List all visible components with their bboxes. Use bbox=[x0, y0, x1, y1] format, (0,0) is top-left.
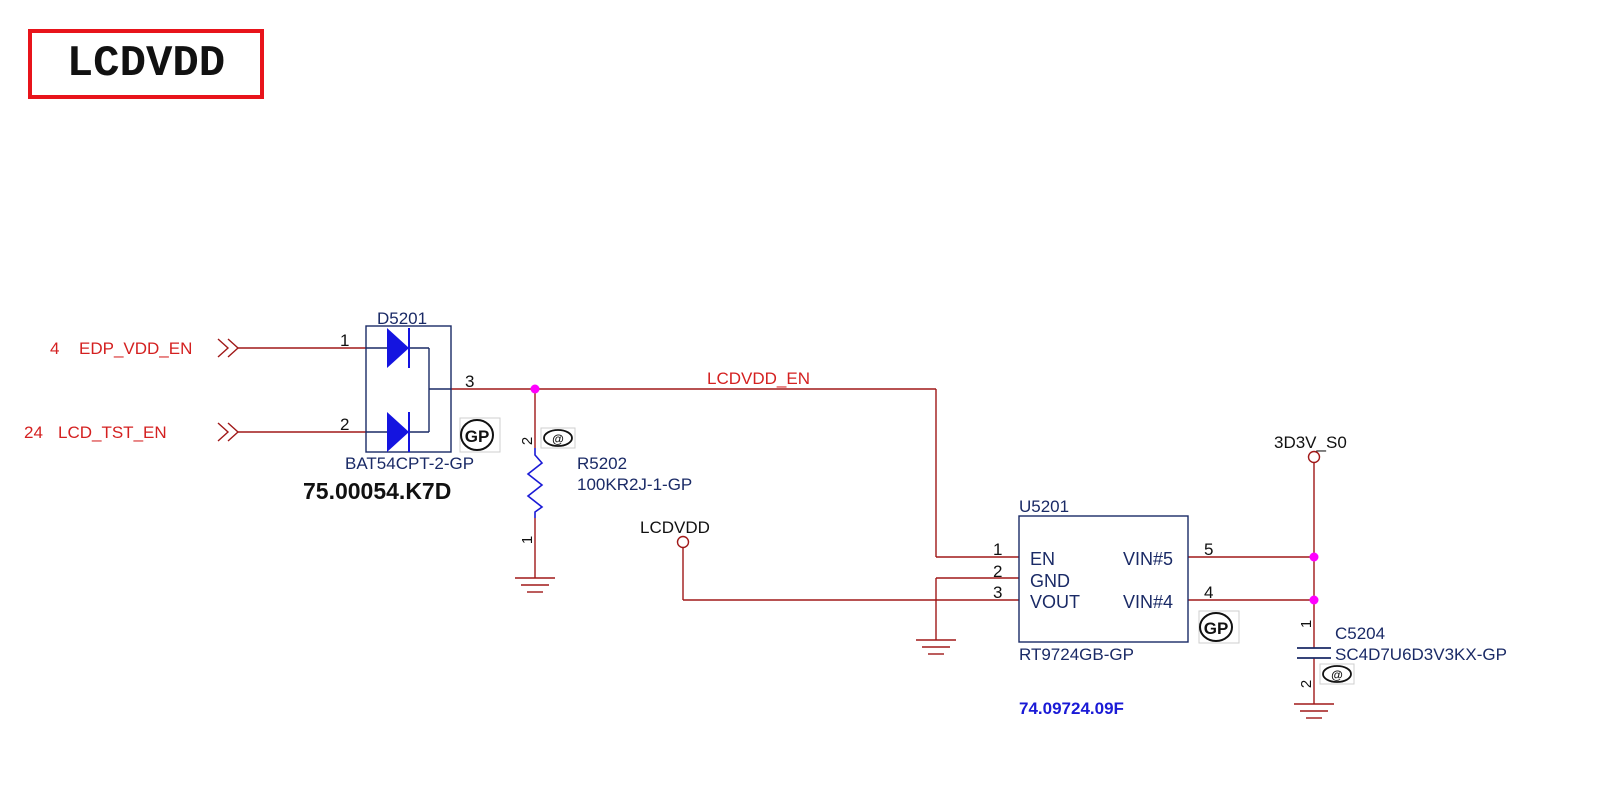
d5201-part-number: 75.00054.K7D bbox=[303, 478, 451, 504]
u5201-pin-num: 2 bbox=[993, 562, 1002, 581]
component-d5201: D5201 1 2 3 BAT54CPT-2-GP 75.00054.K7D G… bbox=[303, 309, 501, 504]
c5204-value: SC4D7U6D3V3KX-GP bbox=[1335, 645, 1507, 664]
svg-text:@: @ bbox=[552, 432, 564, 446]
u5201-pin-name: GND bbox=[1030, 571, 1070, 591]
offpage-arrow-icon bbox=[217, 422, 240, 442]
wires bbox=[238, 347, 1315, 704]
diode-icon bbox=[387, 412, 409, 452]
port-circle-icon bbox=[1307, 450, 1321, 464]
d5201-ref: D5201 bbox=[377, 309, 427, 328]
u5201-pin-num: 5 bbox=[1204, 540, 1213, 559]
u5201-pin-name: VOUT bbox=[1030, 592, 1080, 612]
ground-icon bbox=[1294, 703, 1334, 719]
offpage-connector-lcd-tst-en: 24 LCD_TST_EN bbox=[24, 422, 240, 442]
d5201-pin-2: 2 bbox=[340, 415, 349, 434]
u5201-ref: U5201 bbox=[1019, 497, 1069, 516]
component-c5204: 1 2 C5204 SC4D7U6D3V3KX-GP @ bbox=[1297, 620, 1507, 688]
junction-dot bbox=[1309, 552, 1319, 562]
c5204-pin-2: 2 bbox=[1298, 680, 1315, 688]
offpage-net-name: EDP_VDD_EN bbox=[79, 339, 192, 358]
at-marker-icon: @ bbox=[540, 427, 576, 449]
offpage-arrow-icon bbox=[217, 338, 240, 358]
gp-marker-icon: GP bbox=[1198, 610, 1240, 644]
c5204-ref: C5204 bbox=[1335, 624, 1385, 643]
r5202-value: 100KR2J-1-GP bbox=[577, 475, 692, 494]
diode-icon bbox=[387, 328, 409, 368]
d5201-pin-1: 1 bbox=[340, 331, 349, 350]
svg-text:GP: GP bbox=[1204, 619, 1229, 638]
port-3d3v-s0: 3D3V_S0 bbox=[1274, 433, 1347, 464]
ground-icon bbox=[916, 639, 956, 655]
offpage-page-ref: 24 bbox=[24, 423, 43, 442]
component-r5202: 2 1 R5202 100KR2J-1-GP @ bbox=[519, 427, 692, 544]
u5201-pin-num: 4 bbox=[1204, 583, 1213, 602]
offpage-page-ref: 4 bbox=[50, 339, 59, 358]
port-label: LCDVDD bbox=[640, 518, 710, 537]
r5202-pin-2: 2 bbox=[519, 437, 536, 445]
svg-text:GP: GP bbox=[465, 427, 490, 446]
gp-marker-icon: GP bbox=[459, 417, 501, 453]
port-label: 3D3V_S0 bbox=[1274, 433, 1347, 452]
at-marker-icon: @ bbox=[1319, 663, 1355, 685]
resistor-icon bbox=[526, 448, 544, 518]
r5202-ref: R5202 bbox=[577, 454, 627, 473]
u5201-pin-num: 1 bbox=[993, 540, 1002, 559]
u5201-pin-num: 3 bbox=[993, 583, 1002, 602]
port-lcdvdd: LCDVDD bbox=[640, 518, 710, 549]
port-circle-icon bbox=[676, 535, 690, 549]
junction-dot bbox=[530, 384, 540, 394]
u5201-part-number: 74.09724.09F bbox=[1019, 699, 1124, 718]
component-u5201: U5201 1 2 3 EN GND VOUT 5 4 VIN#5 VIN#4 … bbox=[993, 497, 1240, 718]
u5201-value: RT9724GB-GP bbox=[1019, 645, 1134, 664]
u5201-body bbox=[1018, 515, 1189, 643]
page-title: LCDVDD bbox=[28, 29, 264, 99]
net-label-lcdvdd-en: LCDVDD_EN bbox=[707, 369, 810, 388]
svg-text:@: @ bbox=[1331, 668, 1343, 682]
offpage-net-name: LCD_TST_EN bbox=[58, 423, 167, 442]
d5201-value: BAT54CPT-2-GP bbox=[345, 454, 474, 473]
u5201-pin-name: VIN#5 bbox=[1123, 549, 1173, 569]
c5204-pin-1: 1 bbox=[1298, 620, 1315, 628]
u5201-pin-name: EN bbox=[1030, 549, 1055, 569]
ground-icon bbox=[515, 577, 555, 593]
r5202-pin-1: 1 bbox=[519, 536, 536, 544]
junction-dot bbox=[1309, 595, 1319, 605]
offpage-connector-edp-vdd-en: 4 EDP_VDD_EN bbox=[50, 338, 240, 358]
u5201-pin-name: VIN#4 bbox=[1123, 592, 1173, 612]
d5201-pin-3: 3 bbox=[465, 372, 474, 391]
